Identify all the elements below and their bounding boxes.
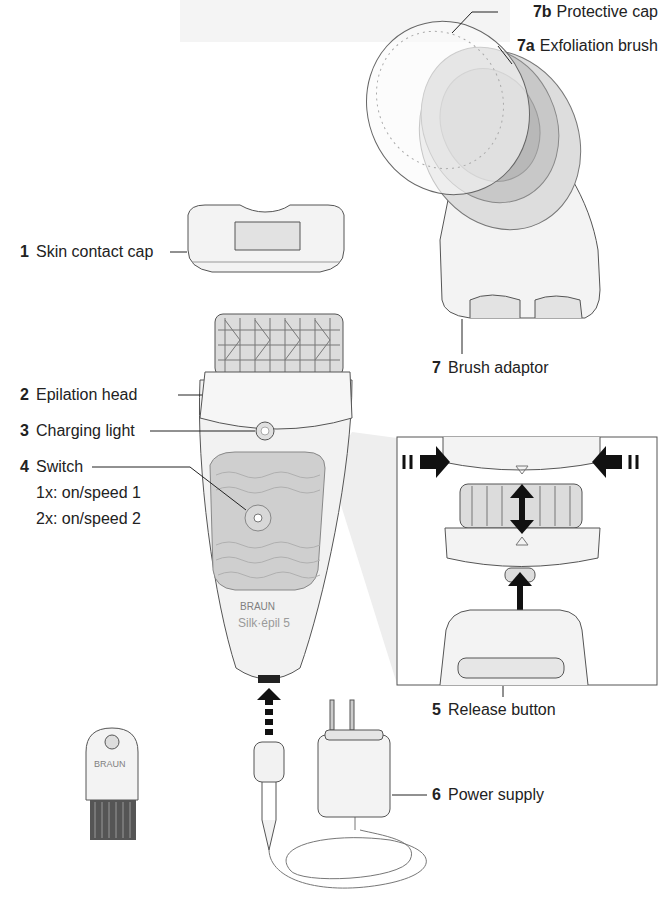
- part-name: Charging light: [36, 421, 135, 441]
- part-name: Exfoliation brush: [540, 36, 658, 56]
- callout-number: 2: [20, 385, 29, 405]
- callout-number: 4: [20, 457, 29, 477]
- brand-print: BRAUN: [94, 758, 126, 770]
- switch-note: 2x: on/speed 2: [36, 509, 141, 529]
- callout-number: 3: [20, 421, 29, 441]
- brand-print: BRAUN: [240, 600, 275, 613]
- callout-number: 6: [432, 785, 441, 805]
- callout-number: 7a: [517, 36, 535, 56]
- part-name: Brush adaptor: [448, 358, 549, 378]
- switch-note: 1x: on/speed 1: [36, 483, 141, 503]
- part-name: Skin contact cap: [36, 242, 153, 262]
- illustration-group: [86, 0, 657, 888]
- part-name: Protective cap: [557, 2, 658, 22]
- callout-number: 5: [432, 700, 441, 720]
- part-name: Release button: [448, 700, 556, 720]
- callout-number: 7b: [533, 2, 552, 22]
- part-name: Power supply: [448, 785, 544, 805]
- model-print: Silk·épil 5: [238, 616, 290, 631]
- part-name: Switch: [36, 457, 83, 477]
- part-name: Epilation head: [36, 385, 137, 405]
- callout-number: 1: [20, 242, 29, 262]
- callout-number: 7: [432, 358, 441, 378]
